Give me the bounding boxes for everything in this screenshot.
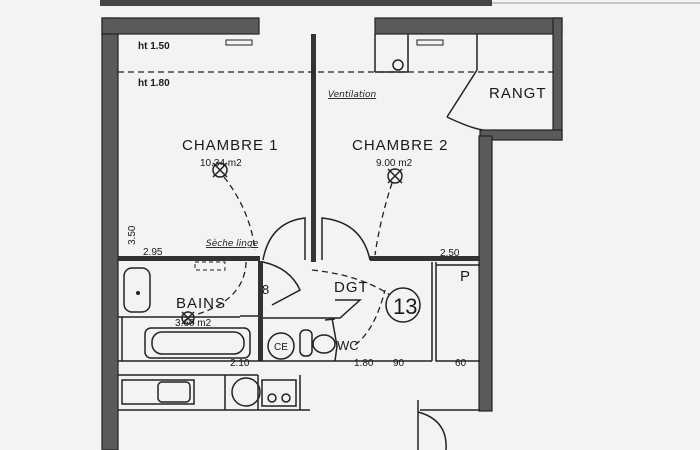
room-name-chambre1: CHAMBRE 1	[182, 137, 279, 154]
scan-edge	[100, 0, 492, 6]
wiring-line	[311, 269, 391, 296]
ceiling-height-label: ht 1.80	[138, 78, 170, 89]
meter-icon	[392, 59, 404, 71]
ceiling-light-icon	[181, 311, 195, 325]
room-name-placard: P	[460, 268, 471, 285]
water-heater-icon	[267, 332, 295, 360]
room-name-rangt: RANGT	[489, 85, 547, 102]
partitions	[118, 34, 484, 450]
bathtub-icon	[144, 327, 251, 359]
window-vent-icon	[416, 39, 444, 46]
dimension-label: 90	[393, 358, 405, 369]
dimension-label: 2.50	[440, 248, 460, 259]
toilet-icon	[299, 329, 336, 357]
wiring-line	[374, 182, 393, 256]
number-label: 8	[262, 282, 269, 297]
room-area-chambre2: 9.00 m2	[376, 158, 413, 169]
seche-linge-label: Sèche linge	[206, 238, 259, 249]
room-area-chambre1: 10.34 m2	[200, 158, 242, 169]
dryer-outline	[194, 261, 226, 271]
dimension-label: 1.80	[354, 358, 374, 369]
ceiling-height-label: ht 1.50	[138, 41, 170, 52]
wiring-line	[354, 289, 386, 346]
sink-icon	[121, 379, 195, 405]
circle-number: 13	[393, 294, 417, 319]
wiring-line	[223, 176, 256, 251]
ventilation-label: Ventilation	[328, 90, 376, 100]
room-area-bains: 3.60 m2	[175, 318, 212, 329]
room-name-dgt: DGT	[334, 279, 369, 296]
room-name-wc: WC	[337, 338, 359, 353]
dimension-label: 60	[455, 358, 467, 369]
circle-marker	[385, 287, 421, 323]
room-name-chambre2: CHAMBRE 2	[352, 137, 449, 154]
room-name-bains: BAINS	[176, 295, 226, 312]
exterior-walls	[101, 17, 563, 450]
cooktop-icon	[261, 379, 297, 407]
dimension-label: 2.95	[143, 247, 163, 258]
dimension-label: 2.10	[230, 358, 250, 369]
dimension-label: 3.50	[127, 225, 138, 245]
wiring-line	[194, 261, 247, 316]
ceiling-light-icon	[387, 168, 403, 184]
ceiling-light-icon	[212, 162, 228, 178]
ce-label: CE	[274, 342, 288, 353]
window-vent-icon	[225, 39, 253, 46]
washbasin-icon	[123, 267, 151, 313]
washing-machine-icon	[231, 377, 261, 407]
